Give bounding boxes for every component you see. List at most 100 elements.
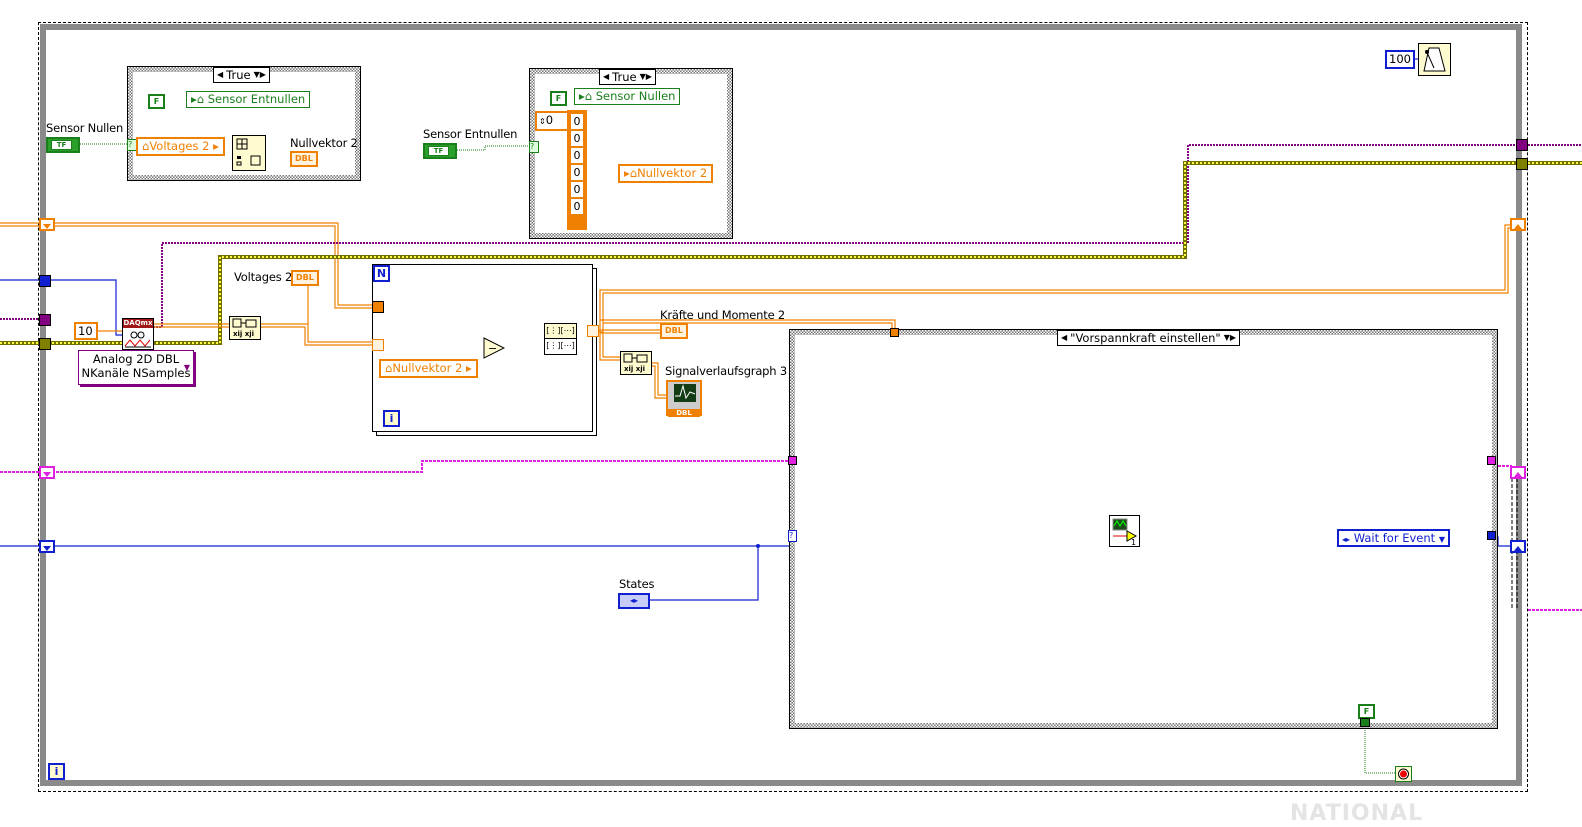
indicator-label-voltages-2: Voltages 2 — [234, 270, 293, 284]
array-index-display[interactable]: ⇕0 — [535, 111, 569, 131]
case-tunnel-magenta-left — [788, 456, 797, 465]
dropdown-arrow-icon[interactable]: ▼▶ — [1223, 333, 1237, 342]
subvi-waveform-node[interactable]: 1 — [1109, 515, 1140, 547]
wait-ms-node[interactable] — [1418, 43, 1451, 76]
local-variable-nullvektor-2-read[interactable]: ⌂Nullvektor 2 ▸ — [379, 359, 478, 378]
stop-wire — [1364, 726, 1395, 774]
array-element[interactable]: 0 — [571, 182, 583, 197]
svg-text:−: − — [488, 342, 497, 355]
for-loop-tunnel-2 — [372, 339, 384, 351]
case-selector-terminal: ? — [788, 530, 797, 542]
control-label-sensor-nullen: Sensor Nullen — [46, 121, 124, 135]
transpose-2d-array-node[interactable]: xij xji — [229, 316, 261, 340]
dropdown-arrow-icon[interactable]: ▼▶ — [253, 70, 266, 79]
boolean-control-sensor-entnullen[interactable]: TF — [423, 143, 457, 159]
tunnel-olive-left — [39, 338, 51, 350]
daqmx-glasses-icon — [124, 331, 151, 348]
daqmx-read-node[interactable]: DAQmx — [122, 318, 154, 350]
case-selector-terminal: ? — [529, 141, 539, 153]
case-tunnel-blue-right — [1487, 531, 1496, 540]
build-array-element-2: [⋮][⋯] — [546, 341, 575, 350]
shift-register-right-orange[interactable] — [1510, 218, 1526, 231]
case-selector-state[interactable]: ◀ "Vorspannkraft einstellen" ▼▶ — [1057, 330, 1241, 346]
tunnel-olive-right — [1516, 158, 1528, 170]
indicator-label-waveform-graph: Signalverlaufsgraph 3 — [665, 364, 787, 378]
while-loop-dashed-border — [38, 22, 1528, 792]
shift-register-left-magenta[interactable] — [39, 466, 55, 479]
transpose-array-node[interactable] — [232, 135, 266, 171]
yellow-error-wire — [0, 161, 1582, 345]
dropdown-arrow-icon[interactable]: ▼ — [1438, 535, 1445, 544]
boolean-control-sensor-nullen[interactable]: TF — [46, 137, 80, 153]
subtract-node[interactable]: − — [483, 337, 505, 359]
while-loop-iteration-terminal: i — [48, 763, 65, 780]
control-label-states: States — [619, 577, 655, 591]
shift-register-left-orange[interactable] — [39, 218, 55, 231]
polymorphic-selector[interactable]: Analog 2D DBL NKanäle NSamples ▼ — [78, 350, 194, 385]
polymorphic-line-2: NKanäle NSamples — [81, 366, 191, 380]
enum-control-states[interactable]: ◂▸ — [618, 593, 650, 609]
local-variable-sensor-nullen[interactable]: ▸⌂ Sensor Nullen — [574, 88, 681, 105]
indicator-forces-moments[interactable]: DBL — [660, 323, 688, 339]
case-tunnel-magenta-right — [1487, 456, 1496, 465]
blue-wire-left — [0, 279, 122, 336]
case-selector-value: "Vorspannkraft einstellen" — [1070, 331, 1221, 345]
array-element[interactable]: 0 — [571, 148, 583, 163]
indicator-nullvektor-2[interactable]: DBL — [290, 151, 318, 167]
array-constant[interactable]: 0 0 0 0 0 0 — [567, 110, 587, 230]
stop-false-constant[interactable]: F — [1358, 704, 1375, 719]
ni-watermark: NATIONAL — [1290, 801, 1424, 826]
transpose-2d-array-node-2[interactable]: xij xji — [620, 351, 652, 375]
local-variable-sensor-entnullen[interactable]: ▸⌂ Sensor Entnullen — [186, 91, 311, 108]
tunnel-blue-left — [39, 275, 51, 287]
for-loop-iteration-terminal: i — [383, 410, 400, 427]
wait-ms-constant[interactable]: 100 — [1385, 50, 1415, 69]
metronome-icon — [1423, 47, 1446, 72]
case-selector-value: True — [226, 68, 251, 82]
case-selector-2[interactable]: ◀ True ▼▶ — [599, 69, 656, 85]
for-loop-output-tunnel — [587, 325, 599, 337]
build-array-node[interactable]: [⋮][⋯] [⋮][⋯] — [544, 323, 577, 355]
while-loop[interactable] — [40, 24, 1522, 786]
dropdown-arrow-icon[interactable]: ▼▶ — [639, 72, 652, 81]
indicator-label-forces: Kräfte und Momente 2 — [660, 308, 786, 322]
local-variable-voltages-2[interactable]: ⌂Voltages 2 ▸ — [136, 137, 225, 156]
enum-constant-wait-for-event[interactable]: ◂▸ Wait for Event ▼ — [1337, 529, 1450, 547]
for-loop-count-terminal: N — [373, 265, 390, 282]
indicator-voltages-2[interactable]: DBL — [291, 270, 319, 286]
sensor-entnullen-wire — [453, 145, 530, 151]
indicator-label-nullvektor-2: Nullvektor 2 — [290, 136, 358, 150]
waveform-subvi-icon: 1 — [1112, 518, 1138, 547]
stop-icon — [1398, 768, 1409, 780]
dropdown-arrow-icon[interactable]: ▼ — [183, 363, 190, 372]
false-constant[interactable]: F — [550, 91, 567, 106]
false-constant[interactable]: F — [148, 94, 165, 109]
decrement-arrow-icon[interactable]: ◀ — [603, 72, 610, 81]
shift-register-right-magenta[interactable] — [1510, 466, 1526, 479]
case-tunnel-green — [1360, 718, 1370, 727]
shift-register-left-blue[interactable] — [39, 540, 55, 553]
tunnel-purple-left — [39, 314, 51, 326]
case-selector-1[interactable]: ◀ True ▼▶ — [213, 67, 270, 83]
decrement-arrow-icon[interactable]: ◀ — [217, 70, 224, 79]
shift-register-right-blue[interactable] — [1510, 540, 1526, 553]
polymorphic-line-1: Analog 2D DBL — [92, 352, 180, 366]
decrement-arrow-icon[interactable]: ◀ — [1061, 333, 1068, 342]
tunnel-purple-right — [1516, 139, 1528, 151]
graph-icon — [674, 384, 696, 402]
svg-text:xij xji: xij xji — [233, 330, 254, 338]
array-element[interactable]: 0 — [571, 131, 583, 146]
control-label-sensor-entnullen: Sensor Entnullen — [423, 127, 518, 141]
stop-condition-terminal[interactable] — [1395, 766, 1412, 782]
array-element[interactable]: 0 — [571, 114, 583, 129]
waveform-graph-indicator[interactable]: DBL — [666, 380, 702, 417]
array-element[interactable]: 0 — [571, 199, 583, 214]
local-variable-nullvektor-2-write[interactable]: ▸⌂Nullvektor 2 — [618, 164, 714, 183]
case-selector-value: True — [612, 70, 637, 84]
array-element[interactable]: 0 — [571, 165, 583, 180]
for-loop-tunnel-1 — [372, 301, 384, 313]
svg-text:xij xji: xij xji — [624, 365, 645, 373]
build-array-element-1: [⋮][⋯] — [545, 324, 576, 339]
daqmx-header: DAQmx — [123, 319, 153, 328]
samples-constant[interactable]: 10 — [74, 322, 98, 340]
